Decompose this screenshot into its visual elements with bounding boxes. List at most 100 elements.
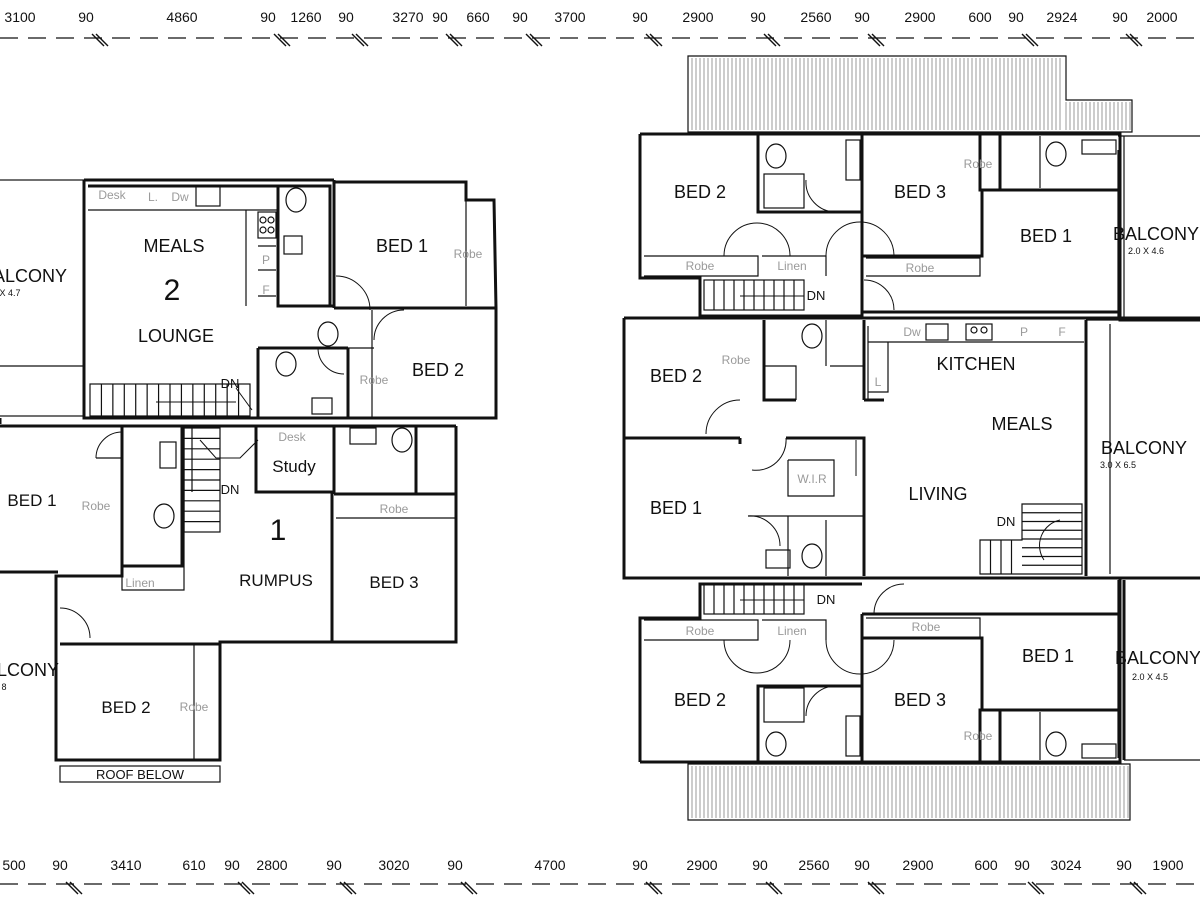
- top-bed2-label: BED 2: [674, 182, 726, 202]
- top-tick2-5: [355, 33, 369, 47]
- bottom-tick-12: [765, 881, 779, 895]
- middle-fridge-label: F: [1058, 325, 1065, 339]
- bottom-dimension-20: 1900: [1152, 857, 1183, 873]
- bottom-dimension-11: 2900: [686, 857, 717, 873]
- bottom-tick2-8: [464, 881, 478, 895]
- bottom-tick-17: [1027, 881, 1041, 895]
- bottom-dimension-4: 90: [224, 857, 240, 873]
- lower-robe-bed1: Robe: [82, 499, 111, 513]
- top-tick-9: [525, 33, 539, 47]
- bottom-tick-4: [237, 881, 251, 895]
- upper-balcony-size: X 4.7: [0, 288, 21, 298]
- bottom-linen: Linen: [777, 624, 806, 638]
- upper-meals-label: MEALS: [143, 236, 204, 256]
- middle-dw-label: Dw: [903, 325, 921, 339]
- roof-below-label: ROOF BELOW: [96, 767, 185, 782]
- top-bed1-label: BED 1: [1020, 226, 1072, 246]
- bottom-dimension-10: 90: [632, 857, 648, 873]
- top-dimension-0: 3100: [4, 9, 35, 25]
- lower-linen-label: Linen: [125, 576, 154, 590]
- lower-unit-walls: [0, 424, 458, 762]
- bottom-tick2-6: [343, 881, 357, 895]
- desk-lower-label: Desk: [278, 430, 306, 444]
- middle-pantry-label: P: [1020, 325, 1028, 339]
- top-dimension-10: 3700: [554, 9, 585, 25]
- middle-unit-stair: DN: [979, 503, 1083, 575]
- bottom-dimension-19: 90: [1116, 857, 1132, 873]
- bottom-bed1-label: BED 1: [1022, 646, 1074, 666]
- top-dimension-14: 2560: [800, 9, 831, 25]
- lower-bed2-label: BED 2: [101, 698, 150, 717]
- middle-balcony-size: 3.0 X 6.5: [1100, 460, 1136, 470]
- bottom-tick-19: [1129, 881, 1143, 895]
- top-dimension-18: 90: [1008, 9, 1024, 25]
- upper-stair: DN: [89, 376, 253, 417]
- bottom-tick-10: [645, 881, 659, 895]
- top-dimension-11: 90: [632, 9, 648, 25]
- top-dimension-1: 90: [78, 9, 94, 25]
- top-stair-dn: DN: [807, 288, 826, 303]
- dishwasher-upper-label: Dw: [171, 190, 189, 204]
- bottom-dimension-6: 90: [326, 857, 342, 873]
- top-dimension-6: 3270: [392, 9, 423, 25]
- desk-upper-label: Desk: [98, 188, 126, 202]
- top-linen: Linen: [777, 259, 806, 273]
- lower-robe-bed3: Robe: [380, 502, 409, 516]
- left-floor-plan: ALCONY X 4.7 Desk L. Dw P F: [0, 178, 498, 783]
- top-tick-3: [273, 33, 287, 47]
- top-dimension-8: 660: [466, 9, 490, 25]
- middle-meals-label: MEALS: [991, 414, 1052, 434]
- bottom-unit-stair: DN: [703, 583, 836, 615]
- middle-laundry-label: L: [875, 375, 882, 389]
- lower-study-label: Study: [272, 457, 316, 476]
- bottom-bed2-label: BED 2: [674, 690, 726, 710]
- lower-balcony-size: 8: [1, 682, 6, 692]
- top-robe-bed3: Robe: [906, 261, 935, 275]
- upper-balcony: [0, 179, 85, 417]
- top-robe-bed2: Robe: [686, 259, 715, 273]
- upper-lounge-label: LOUNGE: [138, 326, 214, 346]
- lower-stair: DN: [183, 427, 259, 533]
- pantry-upper-label: P: [262, 253, 270, 267]
- bottom-bed3-label: BED 3: [894, 690, 946, 710]
- bottom-tick2-19: [1133, 881, 1147, 895]
- top-dimension-16: 2900: [904, 9, 935, 25]
- bottom-dimension-7: 3020: [378, 857, 409, 873]
- bottom-tick-6: [339, 881, 353, 895]
- bottom-dimension-9: 4700: [534, 857, 565, 873]
- top-balcony-label: BALCONY: [1113, 224, 1199, 244]
- bottom-robe-bed1: Robe: [964, 729, 993, 743]
- top-dimension-15: 90: [854, 9, 870, 25]
- bottom-dimension-13: 2560: [798, 857, 829, 873]
- bottom-tick2-14: [871, 881, 885, 895]
- top-bed3-label: BED 3: [894, 182, 946, 202]
- top-dimension-20: 90: [1112, 9, 1128, 25]
- right-floor-plan: DN BED 2 BED 3 BED 1 BALCONY 2.0 X 4.6 R…: [622, 55, 1200, 821]
- top-tick2-1: [95, 33, 109, 47]
- middle-bed2-label: BED 2: [650, 366, 702, 386]
- top-robe-bed1: Robe: [964, 157, 993, 171]
- top-tick2-18: [1025, 33, 1039, 47]
- lower-robe-bed2: Robe: [180, 700, 209, 714]
- bottom-tick-1: [65, 881, 79, 895]
- middle-bed1-label: BED 1: [650, 498, 702, 518]
- bottom-tick2-4: [241, 881, 255, 895]
- bottom-tick-14: [867, 881, 881, 895]
- top-tick-5: [351, 33, 365, 47]
- middle-wir-label: W.I.R: [797, 472, 827, 486]
- top-dimension-21: 2000: [1146, 9, 1177, 25]
- bottom-robe-bed2: Robe: [686, 624, 715, 638]
- bottom-stair-dn: DN: [817, 592, 836, 607]
- bottom-tick2-10: [649, 881, 663, 895]
- bottom-tick2-1: [69, 881, 83, 895]
- middle-stair-dn: DN: [997, 514, 1016, 529]
- top-dimension-17: 600: [968, 9, 992, 25]
- bottom-tick2-17: [1031, 881, 1045, 895]
- top-tick-7: [445, 33, 459, 47]
- roof-hatch-top: [687, 55, 1133, 133]
- bottom-dimension-5: 2800: [256, 857, 287, 873]
- top-tick2-9: [529, 33, 543, 47]
- top-tick2-13: [767, 33, 781, 47]
